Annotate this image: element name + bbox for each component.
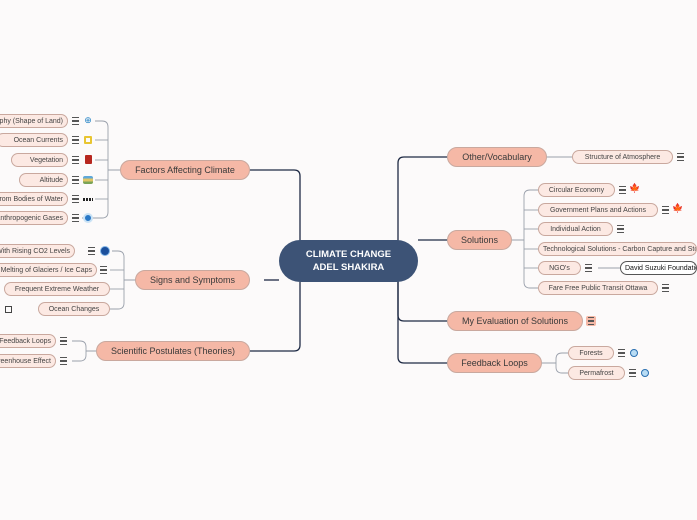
notes-icon[interactable] [72,176,79,184]
subtopic-ocean-changes[interactable]: Ocean Changes [38,302,110,316]
maple-leaf-icon: 🍁 [672,203,684,213]
subtopic-topography[interactable]: Topography (Shape of Land) [0,114,68,128]
layers-icon [83,176,93,184]
notes-icon[interactable] [629,369,636,377]
subtopic-ocean-currents[interactable]: Ocean Currents [0,133,68,147]
subtopic-vegetation[interactable]: Vegetation [11,153,68,167]
topic-other-vocabulary[interactable]: Other/Vocabulary [447,147,547,167]
subtopic-structure-of-atmosphere[interactable]: Structure of Atmosphere [572,150,673,164]
globe-icon [630,349,638,357]
notes-icon[interactable] [72,117,79,125]
notes-icon[interactable] [72,136,79,144]
subtopic-technological-solutions[interactable]: Technological Solutions - Carbon Capture… [538,242,697,256]
topic-factors-affecting-climate[interactable]: Factors Affecting Climate [120,160,250,180]
notes-icon[interactable] [662,284,669,292]
topic-signs-and-symptoms[interactable]: Signs and Symptoms [135,270,250,290]
external-link-icon[interactable] [5,306,12,313]
central-title: CLIMATE CHANGE [305,249,392,260]
notes-icon[interactable] [72,214,79,222]
subtopic-permafrost[interactable]: Permafrost [568,366,625,380]
topic-feedback-loops[interactable]: Feedback Loops [447,353,542,373]
subtopic-greenhouse-effect[interactable]: The Greenhouse Effect [0,354,56,368]
subtopic-fare-free-transit[interactable]: Fare Free Public Transit Ottawa [538,281,658,295]
notes-icon[interactable] [100,266,107,274]
notes-icon[interactable] [618,349,625,357]
maple-leaf-icon: 🍁 [629,183,641,193]
notes-icon[interactable] [617,225,624,233]
subtopic-anthropogenic-gases[interactable]: Anthropogenic Gases [0,211,68,225]
water-logo-icon [83,213,93,223]
notes-icon[interactable] [585,264,592,272]
subtopic-extreme-weather[interactable]: Frequent Extreme Weather [4,282,110,296]
notes-icon[interactable] [60,337,67,345]
notes-icon[interactable] [586,316,596,326]
subtopic-feedback-loops[interactable]: Feedback Loops [0,334,56,348]
subtopic-melting-glaciers[interactable]: Melting of Glaciers / Ice Caps [0,263,97,277]
notes-icon[interactable] [60,357,67,365]
subtopic-individual-action[interactable]: Individual Action [538,222,613,236]
topic-my-evaluation[interactable]: My Evaluation of Solutions [447,311,583,331]
subtopic-david-suzuki-foundation[interactable]: David Suzuki Foundation [620,261,697,275]
dots-icon [83,198,93,201]
subtopic-government-plans[interactable]: Government Plans and Actions [538,203,658,217]
red-logo-icon [85,155,92,164]
subtopic-ngos[interactable]: NGO's [538,261,581,275]
noaa-logo-icon [100,246,110,256]
subtopic-distance-from-water[interactable]: Distance From Bodies of Water [0,192,68,206]
notes-icon[interactable] [88,247,95,255]
subtopic-temperatures-co2[interactable]: Temperatures Rise With Rising CO2 Levels [0,244,75,258]
subtopic-altitude[interactable]: Altitude [19,173,68,187]
notes-icon[interactable] [677,153,684,161]
notes-icon[interactable] [72,156,79,164]
blue-globe-arrows-icon: ⊕ [84,115,92,125]
topic-scientific-postulates[interactable]: Scientific Postulates (Theories) [96,341,250,361]
central-author: ADEL SHAKIRA [312,262,385,273]
notes-icon[interactable] [619,186,626,194]
notes-icon[interactable] [662,206,669,214]
yellow-square-icon [84,136,92,144]
globe-icon [641,369,649,377]
subtopic-circular-economy[interactable]: Circular Economy [538,183,615,197]
subtopic-forests[interactable]: Forests [568,346,614,360]
topic-solutions[interactable]: Solutions [447,230,512,250]
notes-icon[interactable] [72,195,79,203]
central-topic[interactable]: CLIMATE CHANGE ADEL SHAKIRA [279,240,418,282]
